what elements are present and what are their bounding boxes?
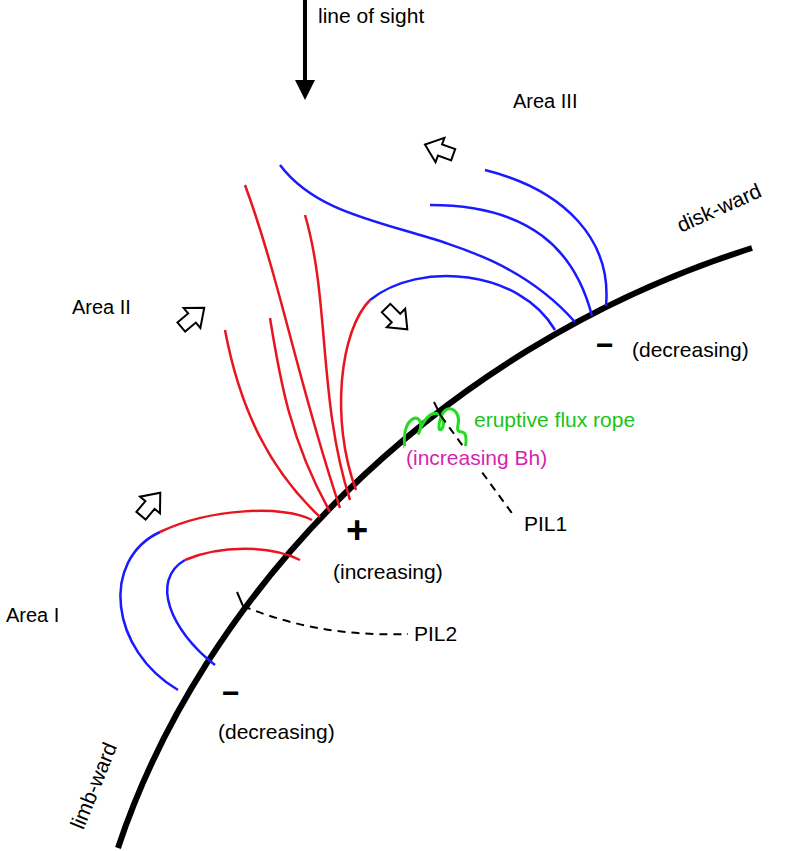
flux-rope	[404, 409, 466, 450]
axis-label: line of sight	[316, 4, 426, 27]
feature-label: eruptive flux rope	[472, 408, 637, 431]
field-line	[245, 185, 340, 508]
polarity-sign: −	[220, 676, 242, 709]
field-line	[225, 330, 320, 517]
field-line	[185, 549, 300, 560]
pil-label: PIL2	[412, 622, 459, 645]
pil-tick	[237, 592, 243, 606]
pil-tick	[434, 402, 441, 416]
field-line	[430, 205, 592, 316]
pil-leaders	[237, 402, 514, 634]
direction-label: limb-ward	[65, 737, 122, 834]
direction-label: disk-ward	[671, 178, 766, 237]
field-line	[341, 300, 370, 490]
field-line	[167, 560, 215, 665]
field-line	[305, 215, 350, 500]
area-label: Area III	[511, 90, 579, 112]
field-line	[485, 170, 607, 306]
field-line	[120, 532, 178, 690]
area-three-lines	[280, 165, 607, 330]
line-of-sight-arrow	[303, 0, 307, 84]
polarity-sign: +	[344, 510, 370, 552]
trend-note: (decreasing)	[630, 338, 751, 361]
motion-arrow	[421, 132, 458, 167]
trend-note: (decreasing)	[216, 720, 337, 743]
area-one-loops	[120, 511, 312, 690]
motion-arrow	[377, 299, 417, 339]
motion-arrow	[173, 298, 213, 337]
trend-note: (increasing)	[331, 560, 445, 583]
field-line	[160, 511, 312, 532]
polarity-sign: −	[594, 328, 616, 361]
field-line	[280, 165, 575, 322]
trend-note: (increasing Bh)	[404, 446, 549, 469]
motion-arrow	[131, 484, 170, 524]
field-line	[270, 318, 330, 512]
solar-surface	[118, 248, 752, 848]
area-two-lines	[225, 185, 370, 517]
area-label: Area I	[4, 604, 61, 626]
leader-line	[243, 606, 408, 634]
pil-label: PIL1	[522, 512, 569, 535]
area-label: Area II	[70, 296, 133, 318]
